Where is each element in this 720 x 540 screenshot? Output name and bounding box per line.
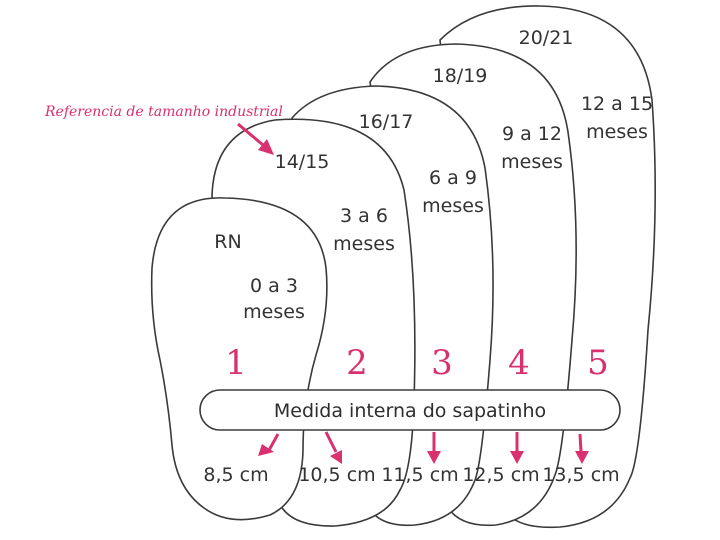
age-range-3-line2: meses — [422, 195, 484, 217]
measure-value-5: 13,5 cm — [542, 464, 619, 486]
age-range-4-line2: meses — [501, 151, 563, 173]
age-range-4-line1: 9 a 12 — [502, 123, 562, 145]
industrial-size-note: Referencia de tamanho industrial — [44, 104, 283, 120]
measure-bar — [199, 389, 621, 431]
size-code-4: 18/19 — [433, 65, 488, 87]
size-code-5: 20/21 — [519, 27, 574, 49]
measure-arrow-5 — [575, 433, 589, 464]
age-range-2-line1: 3 a 6 — [340, 205, 388, 227]
measure-value-1: 8,5 cm — [203, 464, 268, 486]
size-number-3: 3 — [431, 343, 453, 383]
measure-value-4: 12,5 cm — [462, 464, 539, 486]
annotation-arrow — [237, 122, 274, 155]
age-range-3-line1: 6 a 9 — [429, 167, 477, 189]
sole-outline-size-1 — [150, 197, 328, 521]
measure-arrow-1 — [258, 433, 280, 456]
size-code-2: 14/15 — [275, 151, 330, 173]
size-number-2: 2 — [346, 343, 368, 383]
size-code-1: RN — [214, 231, 241, 253]
size-code-3: 16/17 — [359, 111, 414, 133]
measure-bar-label: Medida interna do sapatinho — [274, 400, 546, 422]
age-range-1-line2: meses — [243, 301, 305, 323]
measure-arrow-2 — [324, 431, 342, 464]
age-range-2-line2: meses — [333, 233, 395, 255]
size-number-1: 1 — [225, 343, 247, 383]
age-range-5-line1: 12 a 15 — [581, 93, 653, 115]
measure-value-2: 10,5 cm — [298, 464, 375, 486]
age-range-5-line2: meses — [586, 121, 648, 143]
age-range-1-line1: 0 a 3 — [250, 275, 298, 297]
size-number-5: 5 — [587, 343, 609, 383]
size-number-4: 4 — [508, 343, 530, 383]
measure-arrow-3 — [427, 432, 441, 464]
measure-arrow-4 — [510, 432, 524, 464]
measure-value-3: 11,5 cm — [381, 464, 458, 486]
